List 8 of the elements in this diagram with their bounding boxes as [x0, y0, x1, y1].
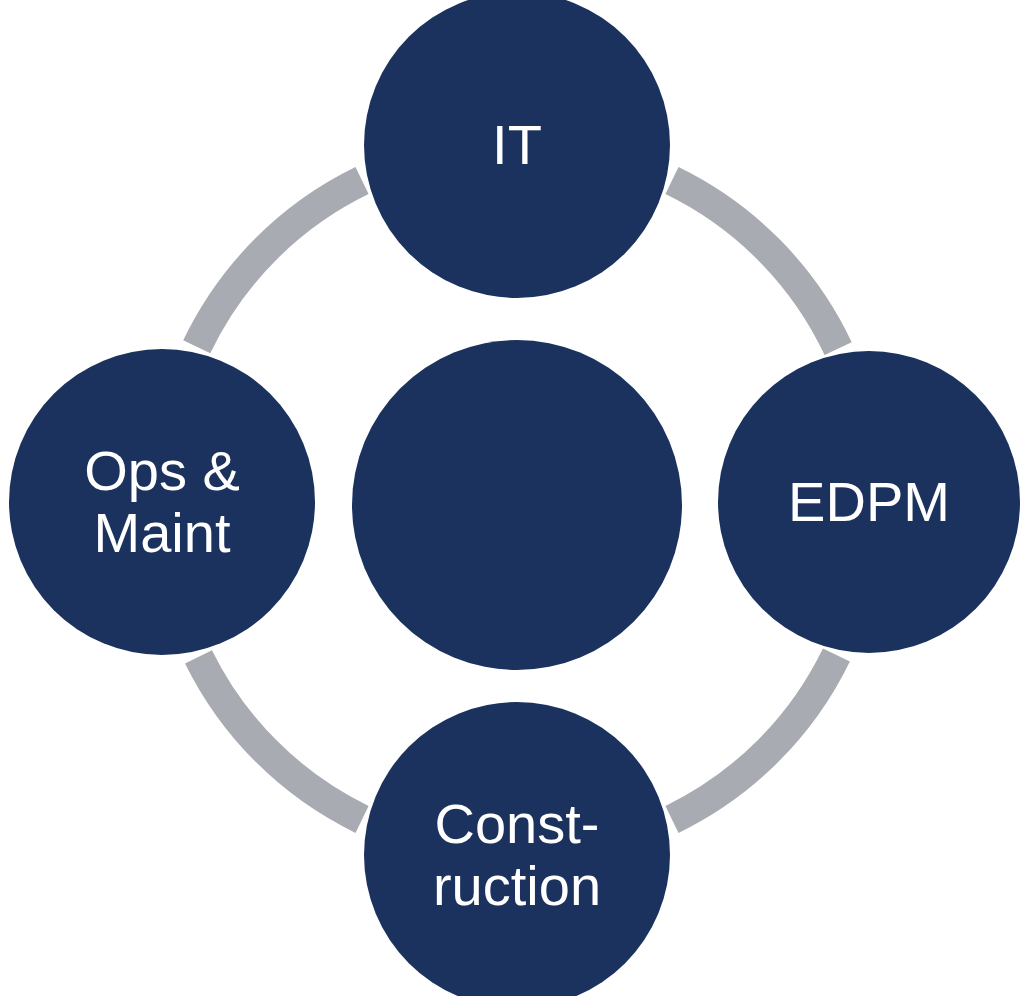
node-label: EDPM — [787, 471, 951, 533]
ring-connector — [664, 647, 850, 833]
ring-connector — [185, 649, 370, 833]
node-label: Const- ruction — [431, 793, 603, 917]
ring-connector — [664, 167, 852, 356]
ring-connector — [183, 167, 370, 355]
node-label: Ops & Maint — [83, 440, 241, 564]
node-label: IT — [491, 114, 543, 176]
